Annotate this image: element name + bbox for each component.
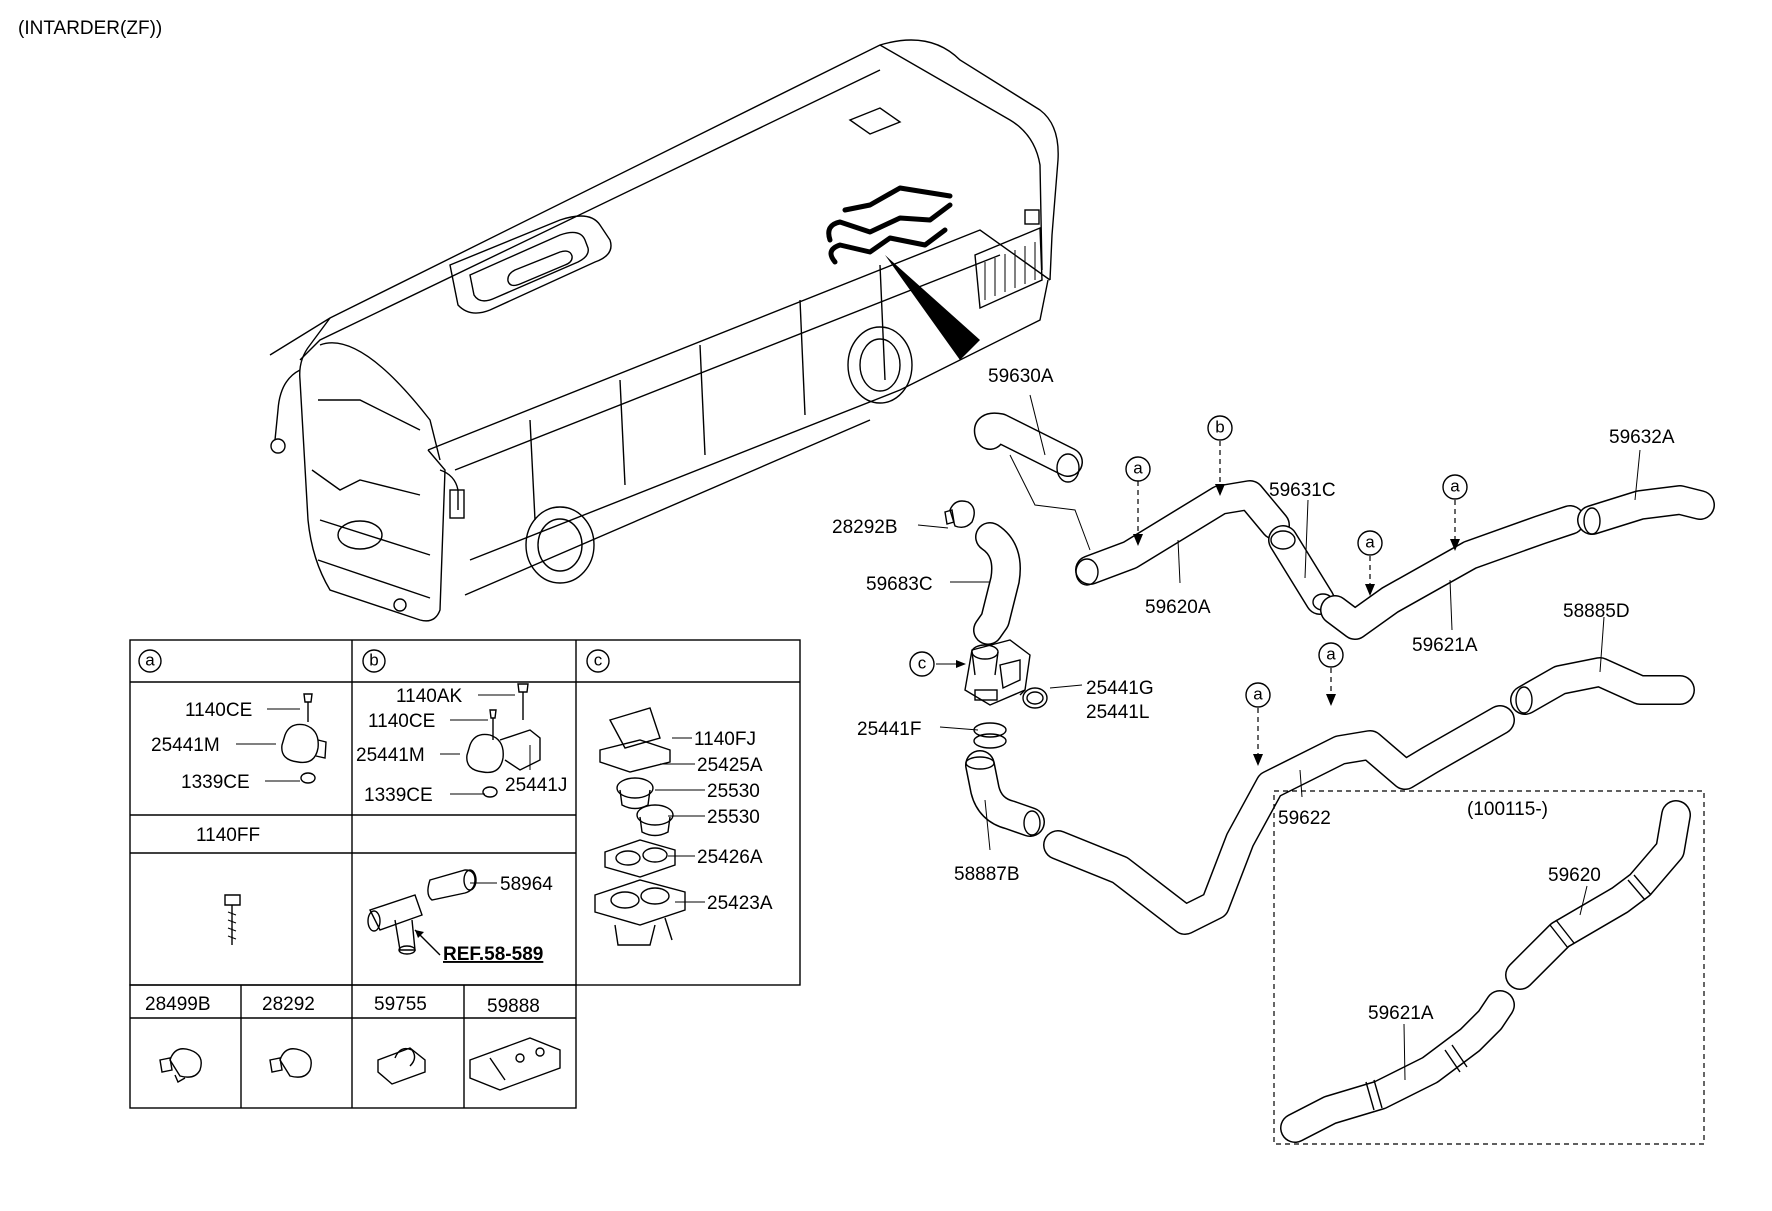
pipe-fitting-icon <box>367 869 477 955</box>
label-59755: 59755 <box>374 994 427 1015</box>
svg-text:a: a <box>145 651 155 670</box>
callout-a-1: a <box>1125 456 1151 482</box>
label-28499B: 28499B <box>145 994 211 1015</box>
label-25426A: 25426A <box>697 847 763 868</box>
label-25441F: 25441F <box>857 719 921 740</box>
svg-text:a: a <box>1253 685 1263 704</box>
label-59621A: 59621A <box>1412 635 1478 656</box>
label-25441G: 25441G <box>1086 678 1154 699</box>
callout-a-3: a <box>1357 530 1383 556</box>
diagram-title: (INTARDER(ZF)) <box>18 18 162 39</box>
label-59888: 59888 <box>487 996 540 1017</box>
label-25530-1: 25530 <box>707 781 760 802</box>
inset-panel: (100115-) 59620 59621A <box>1273 790 1705 1145</box>
parts-table: a b c 1140CE 25441M 1339CE 1140AK 1140CE… <box>129 639 801 1109</box>
hose-clamp-icon-1 <box>159 1048 202 1083</box>
label-25441J: 25441J <box>505 775 567 796</box>
clamp-28292B-icon <box>944 500 975 529</box>
hose-assembly <box>917 394 1715 935</box>
label-59630A: 59630A <box>988 366 1054 387</box>
inset-label-59621A: 59621A <box>1368 1003 1434 1024</box>
svg-text:b: b <box>369 651 378 670</box>
label-59683C: 59683C <box>866 574 933 595</box>
callout-a-2: a <box>1442 474 1468 500</box>
bracket-clamp-icon <box>466 683 541 798</box>
callout-c: c <box>909 651 935 677</box>
label-1140CE-a: 1140CE <box>185 700 252 721</box>
svg-text:a: a <box>1326 645 1336 664</box>
label-25423A: 25423A <box>707 893 773 914</box>
svg-text:b: b <box>1215 418 1224 437</box>
label-25530-2: 25530 <box>707 807 760 828</box>
clamp-25441F-icon <box>973 722 1007 749</box>
bracket-plate-icon <box>469 1037 561 1091</box>
label-1140FF: 1140FF <box>196 825 260 846</box>
label-25425A: 25425A <box>697 755 763 776</box>
label-1140FJ: 1140FJ <box>694 729 756 750</box>
clamp-25441G-icon <box>1019 687 1048 709</box>
label-59631C: 59631C <box>1269 480 1336 501</box>
svg-text:a: a <box>1450 477 1460 496</box>
callout-a-5: a <box>1245 682 1271 708</box>
svg-text:c: c <box>594 651 603 670</box>
label-58964: 58964 <box>500 874 553 895</box>
clip-icon <box>377 1047 426 1085</box>
bolt-icon <box>224 894 241 945</box>
label-59632A: 59632A <box>1609 427 1675 448</box>
label-59620A: 59620A <box>1145 597 1211 618</box>
section-c-header: c <box>586 649 610 673</box>
section-b-header: b <box>362 649 386 673</box>
label-58885D: 58885D <box>1563 601 1630 622</box>
label-1140CE-b: 1140CE <box>368 711 435 732</box>
callout-a-4: a <box>1318 642 1344 668</box>
label-1339CE-b: 1339CE <box>364 785 433 806</box>
callout-b: b <box>1207 415 1233 441</box>
svg-text:a: a <box>1365 533 1375 552</box>
section-a-header: a <box>138 649 162 673</box>
bus-illustration <box>269 39 1059 622</box>
label-59622: 59622 <box>1278 808 1331 829</box>
label-28292B: 28292B <box>832 517 898 538</box>
label-28292: 28292 <box>262 994 315 1015</box>
label-REF.58-589: REF.58-589 <box>443 944 543 965</box>
label-58887B: 58887B <box>954 864 1020 885</box>
hose-clamp-icon-2 <box>269 1048 312 1078</box>
svg-text:c: c <box>918 654 927 673</box>
inset-label-59620: 59620 <box>1548 865 1601 886</box>
label-1140AK: 1140AK <box>396 686 463 707</box>
label-1339CE-a: 1339CE <box>181 772 250 793</box>
label-25441M-b: 25441M <box>356 745 425 766</box>
thermostat-housing-icon <box>594 707 686 946</box>
inset-label: (100115-) <box>1467 799 1548 820</box>
label-25441L: 25441L <box>1086 702 1149 723</box>
svg-text:a: a <box>1133 459 1143 478</box>
label-25441M-a: 25441M <box>151 735 220 756</box>
clamp-icon <box>281 693 327 784</box>
